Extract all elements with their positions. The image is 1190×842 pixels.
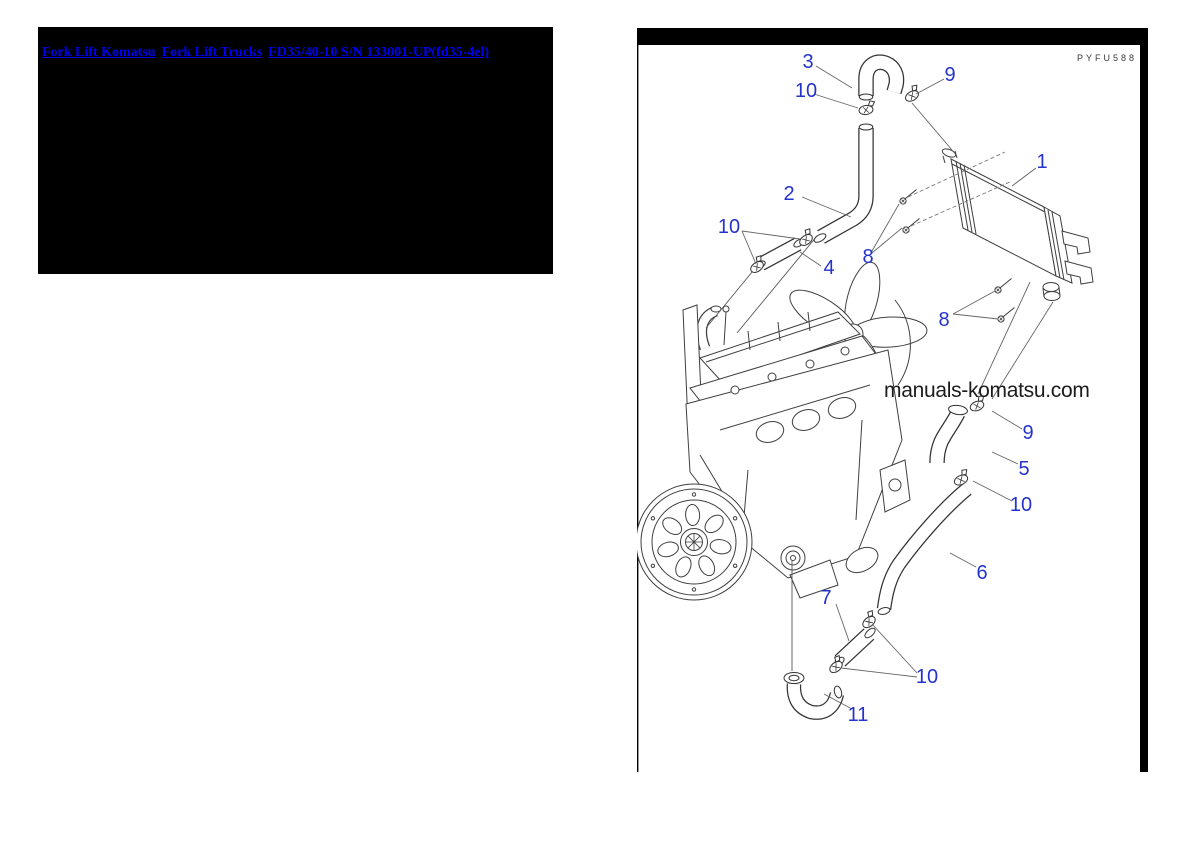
callout-10-top: 10 [794,80,818,102]
clamp-icon [901,83,923,104]
hose-6 [876,483,972,615]
hose-11 [783,672,845,720]
callout-3: 3 [802,51,814,73]
callout-1: 1 [1036,151,1048,173]
callout-8-upper: 8 [862,246,874,268]
breadcrumb: Fork Lift Komatsu Fork Lift Trucks FD35/40… [42,45,495,61]
callout-2: 2 [783,183,795,205]
leader-lines [741,65,1054,710]
radiator-illustration [941,148,1094,301]
callout-10-left: 10 [717,216,741,238]
plate-code: PYFU588 [1076,53,1137,63]
hose-3 [858,54,905,101]
callout-7: 7 [820,587,832,609]
clamp-icon [857,608,880,631]
callout-9-top: 9 [944,64,956,86]
breadcrumb-link-model[interactable]: FD35/40-10 S/N 133001-UP(fd35-4el) [268,45,490,60]
callout-9-mid: 9 [1022,422,1034,444]
breadcrumb-link-komatsu[interactable]: Fork Lift Komatsu [42,45,156,60]
callout-10-bottom: 10 [915,666,939,688]
callout-6: 6 [976,562,988,584]
clamp-icon [950,467,973,488]
breadcrumb-link-trucks[interactable]: Fork Lift Trucks [161,45,263,60]
clamp-icon [857,99,877,116]
hose-2 [813,123,874,244]
callout-5: 5 [1018,458,1030,480]
callout-8-lower: 8 [938,309,950,331]
callout-4: 4 [823,257,835,279]
engine-illustration [637,235,928,671]
panel-frame [637,28,1148,772]
breadcrumb-banner: Fork Lift Komatsu Fork Lift Trucks FD35/40… [38,27,553,274]
hose-5 [929,404,968,464]
callout-11: 11 [847,704,869,726]
hose-parts [754,54,972,720]
callout-10-mid: 10 [1009,494,1033,516]
watermark-text: manuals-komatsu.com [884,379,1090,402]
bolt-icon [994,278,1012,294]
diagram-artwork [637,28,1148,772]
